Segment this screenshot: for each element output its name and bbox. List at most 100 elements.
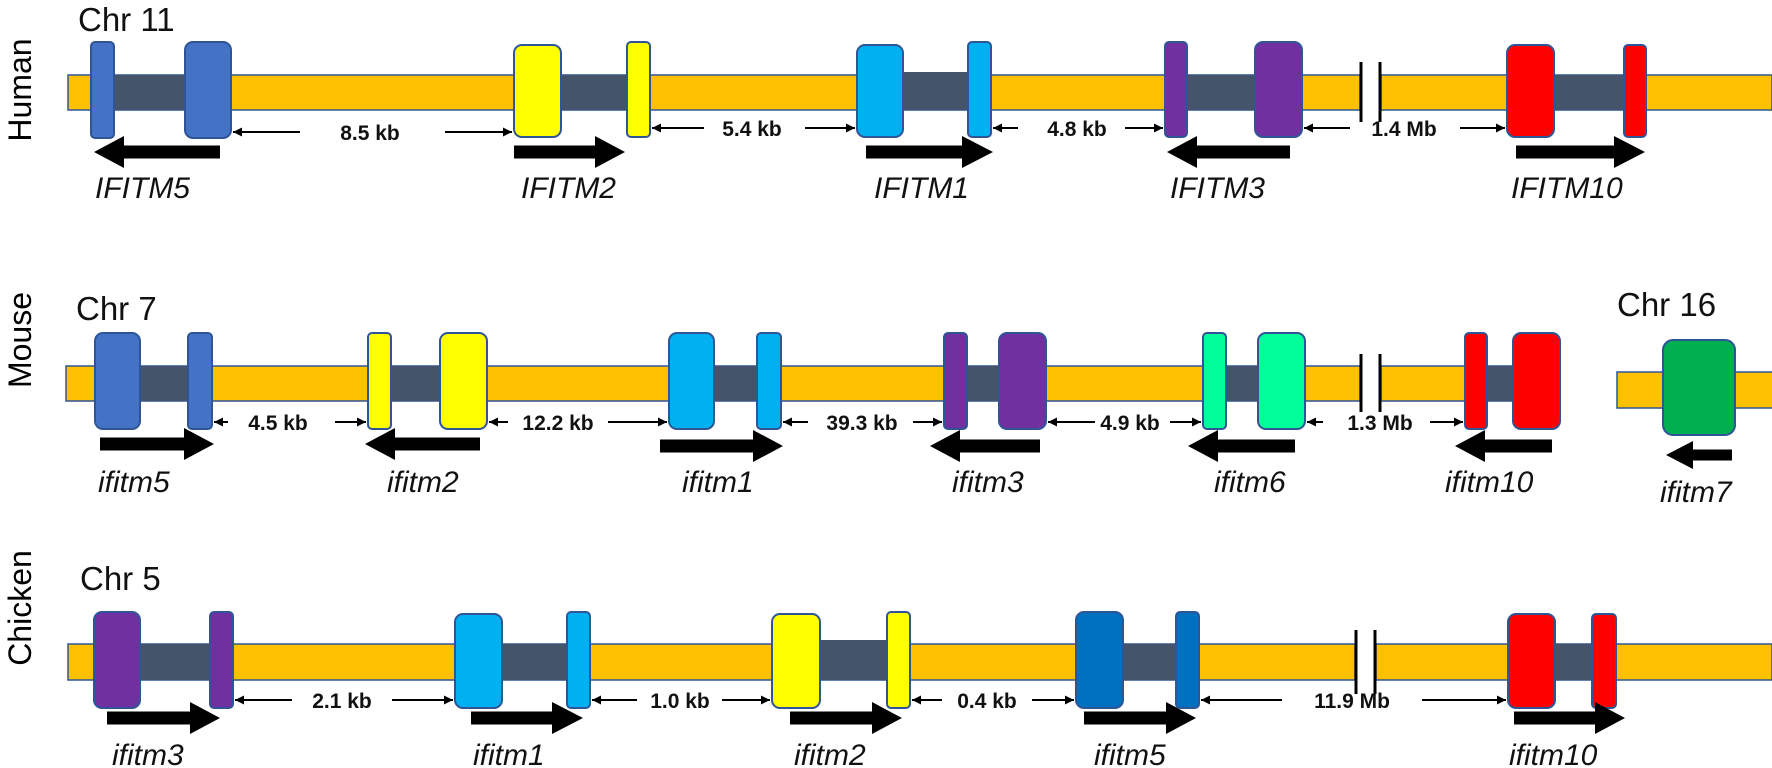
gene-exon — [967, 41, 992, 138]
gene-exon — [439, 332, 488, 430]
gene-exon — [1623, 44, 1647, 138]
gene-label: ifitm10 — [1509, 739, 1598, 768]
gene-intron — [903, 72, 968, 110]
chromosome-row-human: IFITM5 IFITM2 IFITM1 IFITM3 — [67, 41, 1772, 205]
gene-label: ifitm3 — [952, 466, 1024, 499]
chromosome-gap — [1356, 636, 1375, 688]
gene-intron — [561, 75, 627, 110]
gene-ifitm1: IFITM1 — [856, 41, 993, 205]
gene-exon — [668, 332, 715, 430]
gene-ifitm5: IFITM5 — [90, 41, 232, 205]
distance-label: 39.3 kb — [826, 412, 897, 435]
gene-orientation-arrowhead — [365, 428, 395, 460]
distance-label: 2.1 kb — [312, 690, 372, 713]
gene-exon — [566, 611, 591, 709]
gene-label: IFITM1 — [874, 172, 969, 205]
gene-label: ifitm1 — [473, 739, 545, 768]
gene-orientation-arrowhead — [190, 702, 220, 734]
gene-label: IFITM5 — [95, 172, 190, 205]
gene-ifitm1: ifitm1 — [660, 332, 783, 499]
gene-label: ifitm10 — [1445, 466, 1534, 499]
gene-label: ifitm5 — [98, 466, 170, 499]
gene-orientation-arrowhead — [872, 702, 902, 734]
gene-exon — [1254, 41, 1303, 138]
gene-exon — [998, 332, 1047, 430]
gene-exon — [1175, 611, 1200, 709]
chromosome-row-chicken: ifitm3 ifitm1 ifitm2 ifitm5 — [67, 611, 1772, 768]
distance-label: 11.9 Mb — [1314, 690, 1390, 713]
gene-ifitm10: ifitm10 — [1507, 613, 1625, 768]
gene-orientation-arrowhead — [1614, 136, 1645, 168]
gene-exon — [209, 611, 234, 709]
gene-exon — [367, 332, 392, 430]
chromosome-label-mouse-extra: Chr 16 — [1617, 286, 1716, 323]
gene-exon — [626, 41, 651, 138]
distance-label: 0.4 kb — [957, 690, 1017, 713]
distance-label: 12.2 kb — [522, 412, 593, 435]
gene-orientation-arrowhead — [753, 430, 783, 462]
gene-label: ifitm6 — [1214, 466, 1286, 499]
gene-exon — [184, 41, 232, 139]
gene-exon — [1164, 41, 1188, 138]
chromosome-bar — [67, 74, 1361, 111]
gene-exon — [1512, 332, 1561, 430]
distance-label: 4.9 kb — [1100, 412, 1160, 435]
species-label-human: Human — [2, 38, 38, 141]
chromosome-gap — [1361, 68, 1380, 118]
gene-orientation-arrowhead — [595, 136, 625, 168]
gene-exon — [513, 44, 562, 138]
gene-label: ifitm1 — [682, 466, 754, 499]
gene-intron — [1555, 644, 1592, 680]
species-label-mouse: Mouse — [2, 292, 38, 388]
gene-ifitm7: ifitm7 — [1660, 339, 1736, 509]
gene-orientation-arrowhead — [1188, 430, 1218, 462]
gene-intron — [1487, 366, 1513, 401]
gene-ifitm3: ifitm3 — [93, 611, 234, 768]
gene-exon — [1591, 613, 1617, 709]
gene-exon — [756, 332, 782, 430]
gene-exon — [90, 41, 115, 139]
gene-intron — [391, 366, 440, 401]
distance-label: 1.0 kb — [650, 690, 710, 713]
gene-intron — [1226, 366, 1258, 401]
gene-label: IFITM3 — [1170, 172, 1265, 205]
gene-exon — [943, 332, 968, 430]
chromosome-gap — [1361, 360, 1380, 408]
gene-orientation-arrowhead — [1595, 702, 1625, 734]
gene-ifitm10: ifitm10 — [1445, 332, 1561, 499]
gene-label: ifitm7 — [1660, 476, 1733, 509]
species-label-chicken: Chicken — [2, 550, 38, 666]
gene-exon — [94, 332, 141, 430]
gene-exon — [1506, 44, 1555, 138]
gene-orientation-arrowhead — [552, 702, 583, 734]
gene-intron — [140, 366, 188, 401]
gene-ifitm3: ifitm3 — [930, 332, 1047, 499]
chromosome-label-human: Chr 11 — [78, 1, 175, 38]
gene-intron — [502, 644, 567, 680]
gene-label: ifitm2 — [387, 466, 459, 499]
gene-exon — [93, 611, 141, 709]
gene-ifitm5: ifitm5 — [94, 332, 214, 499]
gene-ifitm3: IFITM3 — [1164, 41, 1303, 205]
gene-label: IFITM10 — [1511, 172, 1623, 205]
gene-ifitm2: ifitm2 — [365, 332, 488, 499]
gene-orientation-arrowhead — [930, 430, 960, 462]
gene-ifitm10: IFITM10 — [1506, 44, 1647, 205]
distance-label: 4.8 kb — [1047, 118, 1107, 141]
gene-orientation-arrowhead — [94, 136, 124, 168]
chromosome-label-mouse: Chr 7 — [76, 290, 157, 327]
gene-exon — [886, 611, 911, 709]
gene-ifitm2: IFITM2 — [513, 41, 651, 205]
gene-orientation-arrowhead — [1455, 430, 1485, 462]
gene-intron — [820, 640, 887, 680]
distance-label: 4.5 kb — [248, 412, 308, 435]
gene-ifitm5: ifitm5 — [1075, 611, 1200, 768]
gene-exon — [856, 44, 904, 138]
gene-exon — [1257, 332, 1306, 430]
gene-label: ifitm3 — [112, 739, 184, 768]
gene-exon — [1507, 613, 1556, 709]
gene-orientation-arrowhead — [962, 136, 993, 168]
gene-orientation-arrowhead — [184, 428, 214, 460]
gene-orientation-arrowhead — [1166, 702, 1196, 734]
